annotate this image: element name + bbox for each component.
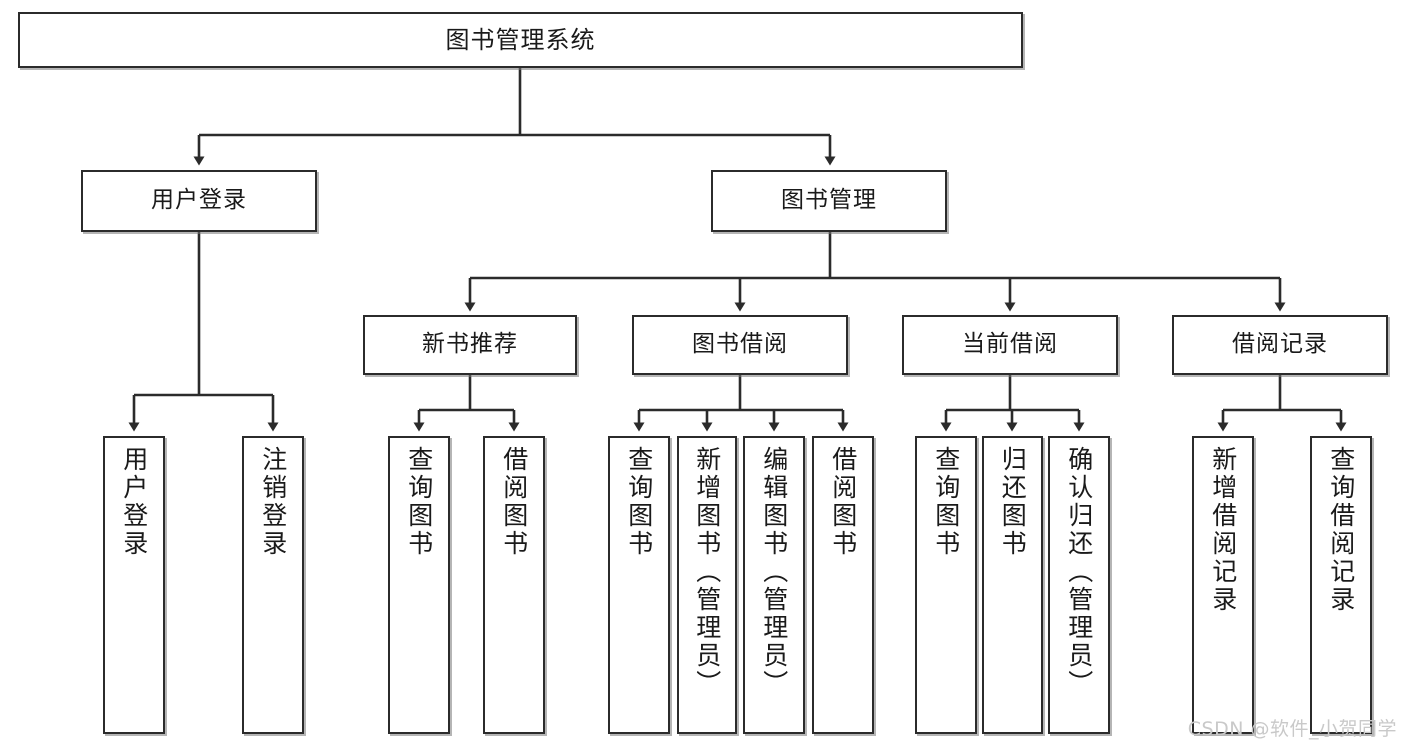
- node-leaf-cur-return-label: 归还图书: [998, 446, 1028, 558]
- node-root-label: 图书管理系统: [445, 25, 596, 54]
- node-leaf-user-logout-label: 注销登录: [258, 446, 288, 558]
- node-leaf-rec-add-label: 新增借阅记录: [1208, 446, 1238, 614]
- node-leaf-borrow-do-label: 借阅图书: [828, 446, 858, 558]
- node-user-login-label: 用户登录: [151, 187, 247, 214]
- node-borrow-record-label: 借阅记录: [1232, 331, 1328, 358]
- node-leaf-user-login[interactable]: 用户登录: [103, 436, 165, 734]
- node-current-borrow-label: 当前借阅: [962, 331, 1058, 358]
- node-book-borrow-label: 图书借阅: [692, 331, 788, 358]
- node-leaf-borrow-edit-label: 编辑图书（管理员）: [759, 446, 789, 698]
- node-leaf-rec-search-label: 查询借阅记录: [1326, 446, 1356, 614]
- node-leaf-borrow-edit[interactable]: 编辑图书（管理员）: [743, 436, 805, 734]
- node-new-book-rec-label: 新书推荐: [422, 331, 518, 358]
- node-leaf-cur-query[interactable]: 查询图书: [915, 436, 977, 734]
- node-leaf-borrow-query[interactable]: 查询图书: [608, 436, 670, 734]
- node-user-login[interactable]: 用户登录: [81, 170, 317, 232]
- node-leaf-user-login-label: 用户登录: [119, 446, 149, 558]
- node-leaf-borrow-query-label: 查询图书: [624, 446, 654, 558]
- node-root[interactable]: 图书管理系统: [18, 12, 1023, 68]
- node-current-borrow[interactable]: 当前借阅: [902, 315, 1118, 375]
- watermark-text: CSDN @软件_小贺同学: [1187, 718, 1397, 740]
- node-leaf-cur-query-label: 查询图书: [931, 446, 961, 558]
- node-book-manage-label: 图书管理: [781, 187, 877, 214]
- node-leaf-borrow-add-label: 新增图书（管理员）: [692, 446, 722, 698]
- node-new-book-rec[interactable]: 新书推荐: [363, 315, 577, 375]
- node-borrow-record[interactable]: 借阅记录: [1172, 315, 1388, 375]
- node-leaf-rec-search[interactable]: 查询借阅记录: [1310, 436, 1372, 734]
- node-leaf-borrow-add[interactable]: 新增图书（管理员）: [677, 436, 737, 734]
- node-leaf-user-logout[interactable]: 注销登录: [242, 436, 304, 734]
- node-leaf-cur-confirm[interactable]: 确认归还（管理员）: [1048, 436, 1110, 734]
- node-leaf-borrow-do[interactable]: 借阅图书: [812, 436, 874, 734]
- node-book-manage[interactable]: 图书管理: [711, 170, 947, 232]
- node-leaf-rec-borrow-label: 借阅图书: [499, 446, 529, 558]
- node-leaf-cur-return[interactable]: 归还图书: [982, 436, 1043, 734]
- node-leaf-rec-add[interactable]: 新增借阅记录: [1192, 436, 1254, 734]
- node-leaf-rec-borrow[interactable]: 借阅图书: [483, 436, 545, 734]
- node-book-borrow[interactable]: 图书借阅: [632, 315, 848, 375]
- node-leaf-rec-query-label: 查询图书: [404, 446, 434, 558]
- node-leaf-rec-query[interactable]: 查询图书: [388, 436, 450, 734]
- node-leaf-cur-confirm-label: 确认归还（管理员）: [1064, 446, 1094, 698]
